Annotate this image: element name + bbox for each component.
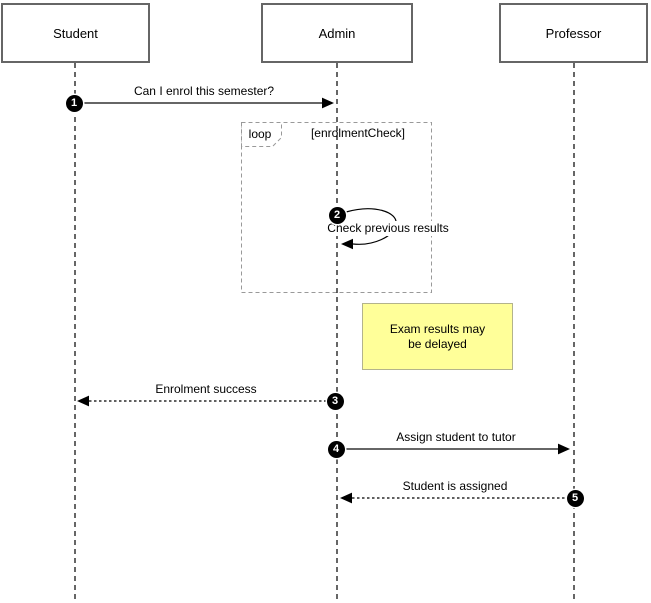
message-4-arrow [345,443,570,455]
message-3-label: Enrolment success [155,382,257,396]
actor-label-professor: Professor [545,25,602,41]
seq-badge-4: 4 [327,440,345,458]
loop-operator-label: loop [248,127,272,141]
seq-badge-3: 3 [326,392,344,410]
message-4-label: Assign student to tutor [396,430,516,444]
seq-badge-2: 2 [328,206,346,224]
actor-label-admin: Admin [318,25,356,41]
actor-box-admin: Admin [261,3,413,63]
sticky-note: Exam results may be delayed [362,303,513,370]
actor-box-professor: Professor [499,3,648,63]
actor-box-student: Student [1,3,150,63]
loop-fragment-frame [241,122,432,293]
message-5-arrow [340,492,566,504]
actor-label-student: Student [53,25,98,41]
loop-operator-pentagon [241,122,282,147]
loop-guard-label: [enrolmentCheck] [310,126,406,140]
seq-badge-5: 5 [566,489,584,507]
message-1-arrow [83,97,334,109]
message-5-label: Student is assigned [402,479,508,493]
message-1-label: Can I enrol this semester? [133,84,275,98]
message-2-label: Check previous results [325,221,451,236]
message-3-arrow [77,395,327,407]
seq-badge-1: 1 [65,94,83,112]
